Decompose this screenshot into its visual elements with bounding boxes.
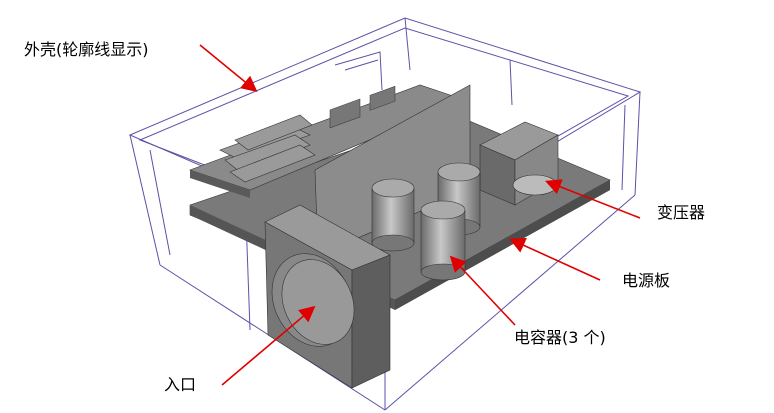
transformer	[479, 121, 559, 206]
inlet	[264, 204, 391, 389]
callout-arrows	[199, 44, 641, 386]
capacitors-arrow	[449, 255, 516, 326]
housing-label: 外壳(轮廓线显示)	[24, 40, 149, 59]
inlet-label: 入口	[164, 375, 197, 394]
capacitors-label: 电容器(3 个)	[514, 328, 606, 347]
inlet-arrow	[221, 305, 316, 386]
transformer-arrow	[545, 179, 641, 219]
capacitor	[420, 200, 466, 281]
transformer-label: 变压器	[657, 203, 706, 222]
housing-arrow	[199, 44, 258, 93]
capacitor	[371, 178, 415, 252]
control-board	[189, 84, 471, 256]
power-board-arrow	[509, 238, 601, 281]
power-board-label: 电源板	[622, 271, 671, 290]
heatsink	[219, 114, 316, 183]
